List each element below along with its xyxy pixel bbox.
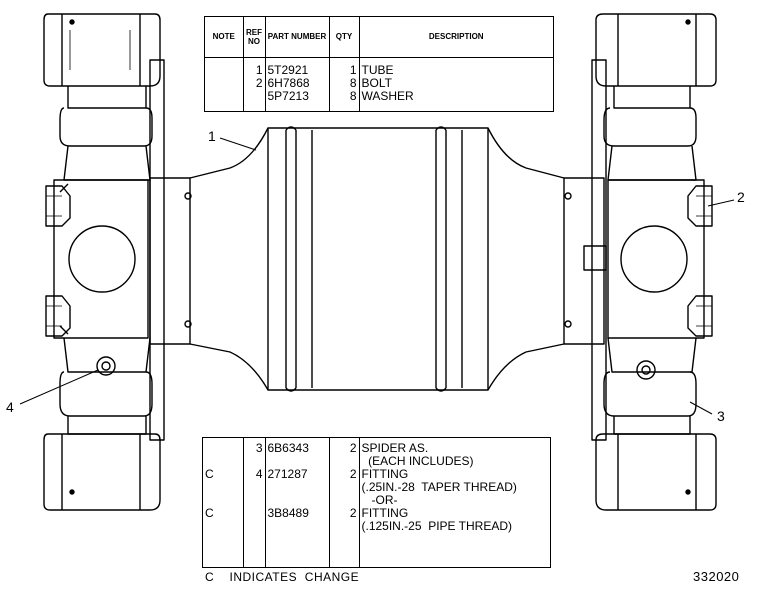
top-desc-col: TUBE BOLT WASHER	[358, 57, 553, 111]
header-part-number: PART NUMBER	[264, 17, 329, 58]
leader-lines	[19, 137, 735, 415]
table-cell: TUBE	[361, 62, 394, 77]
top-ref-col: 1 2	[242, 57, 265, 111]
bottom-desc-col: SPIDER AS. (EACH INCLUDES) FITTING (.25I…	[358, 438, 550, 567]
bottom-ref-col: 3 4	[242, 438, 265, 567]
bottom-qty-col: 2 2 2	[328, 438, 359, 567]
table-cell: 2	[349, 506, 357, 520]
header-note: NOTE	[205, 17, 243, 58]
table-cell: 3B8489	[267, 506, 309, 520]
change-footnote: C INDICATES CHANGE	[205, 570, 360, 584]
table-cell	[205, 442, 241, 455]
table-cell: (EACH INCLUDES)	[361, 454, 474, 468]
parts-table-top: NOTE REF NO PART NUMBER QTY DESCRIPTION …	[204, 16, 554, 112]
bottom-part-col: 6B6343 271287 3B8489	[264, 438, 329, 567]
table-cell: 8	[349, 88, 357, 103]
callout-3: 3	[717, 408, 725, 424]
table-cell: 8	[349, 75, 357, 90]
table-cell: WASHER	[361, 88, 414, 103]
leader-3	[689, 401, 713, 415]
table-cell: 6H7868	[267, 75, 310, 90]
table-cell	[246, 507, 263, 520]
table-cell: SPIDER AS.	[361, 441, 429, 455]
table-cell: 6B6343	[267, 441, 309, 455]
top-part-col: 5T2921 6H7868 5P7213	[264, 57, 329, 111]
table-cell: 2	[349, 441, 357, 455]
table-cell	[207, 77, 241, 90]
table-cell: C	[205, 506, 214, 520]
table-cell: 1	[255, 62, 263, 77]
leader-4	[19, 369, 99, 405]
table-cell: 3	[255, 441, 263, 455]
header-description: DESCRIPTION	[358, 17, 553, 58]
header-ref-no: REF NO	[242, 17, 265, 58]
table-cell: FITTING	[361, 506, 409, 520]
callout-1: 1	[208, 128, 216, 144]
table-cell: 1	[349, 62, 357, 77]
table-cell: (.125IN.-25 PIPE THREAD)	[361, 519, 513, 533]
table-cell: FITTING	[361, 467, 409, 481]
table-cell: 2	[349, 467, 357, 481]
table-cell: C	[205, 467, 214, 481]
leader-2	[707, 199, 735, 207]
callout-2: 2	[737, 189, 745, 205]
bottom-note-col: C C	[203, 438, 243, 567]
table-cell: BOLT	[361, 75, 392, 90]
parts-table-bottom: C C 3 4 6B6343 271287 3B8489 2	[202, 437, 551, 568]
table-cell: 2	[255, 75, 263, 90]
table-cell: 271287	[267, 467, 308, 481]
drawing-number: 332020	[693, 569, 740, 584]
table-cell: -OR-	[361, 493, 398, 507]
roller-tube	[149, 126, 605, 392]
table-cell	[246, 90, 263, 103]
table-cell: 5T2921	[267, 62, 309, 77]
leader-1	[219, 137, 257, 151]
table-cell	[207, 64, 241, 77]
top-qty-col: 1 8 8	[328, 57, 359, 111]
top-note-col	[205, 57, 243, 111]
callout-4: 4	[6, 399, 14, 415]
table-cell: (.25IN.-28 TAPER THREAD)	[361, 480, 517, 494]
right-spider	[583, 13, 717, 511]
header-qty: QTY	[328, 17, 359, 58]
table-cell	[207, 90, 241, 103]
left-spider	[43, 13, 165, 511]
table-cell: 5P7213	[267, 88, 309, 103]
table-cell: 4	[255, 467, 263, 481]
